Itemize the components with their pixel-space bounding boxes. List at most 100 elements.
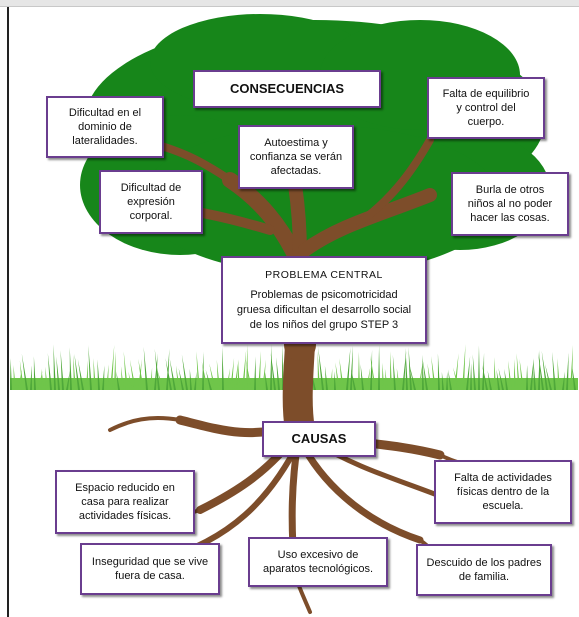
grass-blade — [487, 370, 492, 390]
grass-blade — [382, 362, 384, 390]
grass-blade — [466, 356, 471, 390]
central-problem-text: Problemas de psicomotricidad gruesa difi… — [236, 288, 412, 331]
grass-blade — [557, 358, 560, 390]
grass-blade — [526, 364, 528, 390]
grass-blade — [234, 359, 239, 390]
grass-blade — [334, 371, 336, 390]
grass-blade — [482, 352, 485, 390]
grass-blade — [60, 350, 64, 390]
consequences-title: CONSECUENCIAS — [193, 70, 381, 108]
grass-blade — [150, 367, 153, 390]
grass-blade — [358, 351, 360, 390]
grass-blade — [514, 359, 516, 390]
grass-blade — [351, 369, 356, 390]
grass-blade — [66, 369, 71, 390]
grass-blade — [330, 368, 333, 390]
consequence-item: Falta de equilibrio y control del cuerpo… — [427, 77, 545, 139]
grass-blade — [10, 358, 12, 390]
grass-blade — [181, 354, 188, 390]
grass-blade — [494, 357, 496, 390]
cause-item: Falta de actividades físicas dentro de l… — [434, 460, 572, 524]
grass-blade — [196, 351, 200, 390]
grass-blade — [446, 371, 448, 390]
grass-blade — [77, 359, 84, 390]
grass-blade — [541, 350, 548, 390]
grass-blade — [472, 354, 476, 390]
grass-blade — [519, 358, 524, 390]
grass-blade — [538, 351, 544, 390]
grass-blade — [276, 357, 280, 390]
grass-blade — [384, 368, 388, 390]
grass-blade — [242, 349, 247, 390]
grass-blade — [41, 368, 44, 390]
cause-item: Descuido de los padres de familia. — [416, 544, 552, 596]
grass-blade — [504, 368, 508, 390]
grass-blade — [154, 353, 158, 390]
cause-item: Uso excesivo de aparatos tecnológicos. — [248, 537, 388, 587]
grass-blade — [418, 362, 423, 390]
grass-blade — [33, 356, 36, 390]
grass-blade — [448, 369, 452, 390]
grass-blade — [258, 350, 261, 390]
grass-blade — [562, 371, 565, 390]
grass-blade — [169, 358, 176, 390]
grass-blade — [237, 360, 240, 390]
window-top-border — [0, 0, 579, 7]
grass-blade — [392, 354, 396, 390]
window-left-border — [7, 7, 9, 617]
grass-blade — [143, 346, 148, 390]
grass-blade — [350, 345, 354, 390]
cause-item: Espacio reducido en casa para realizar a… — [55, 470, 195, 534]
grass-blade — [335, 362, 340, 390]
grass-blade — [86, 360, 88, 390]
grass-blade — [454, 353, 459, 390]
grass-blade — [437, 353, 440, 390]
grass-blade — [422, 359, 428, 390]
grass-blade — [230, 358, 235, 390]
central-problem-title: PROBLEMA CENTRAL — [265, 268, 383, 281]
grass-blade — [226, 368, 230, 390]
central-problem-box: PROBLEMA CENTRAL Problemas de psicomotri… — [221, 256, 427, 344]
grass-blade — [360, 364, 364, 390]
grass-blade — [21, 353, 28, 390]
grass-blade — [114, 351, 116, 390]
grass-blade — [106, 364, 109, 390]
grass-blade — [545, 364, 552, 390]
grass-blade — [538, 350, 540, 390]
grass-blade — [318, 346, 324, 390]
grass-blade — [128, 371, 132, 390]
grass-blade — [245, 359, 252, 390]
grass-blade — [572, 365, 576, 390]
grass-blade — [431, 356, 436, 390]
grass-blade — [138, 359, 142, 390]
grass-blade — [566, 352, 569, 390]
grass-blade — [120, 365, 124, 390]
grass-blade — [533, 358, 536, 390]
grass-blade — [516, 353, 520, 390]
grass-blade — [378, 345, 380, 390]
grass-blade — [194, 371, 197, 390]
grass-blade — [110, 344, 115, 390]
grass-blade — [370, 349, 373, 390]
cause-item: Inseguridad que se vive fuera de casa. — [80, 543, 220, 595]
grass-blade — [222, 346, 224, 390]
grass-blade — [508, 360, 512, 390]
grass-blade — [189, 368, 192, 390]
grass-blade — [441, 371, 444, 390]
grass-blade — [264, 370, 268, 390]
grass-blade — [93, 358, 96, 390]
grass-blade — [138, 358, 144, 390]
grass-blade — [129, 359, 136, 390]
causes-title: CAUSAS — [262, 421, 376, 457]
grass-blade — [346, 347, 351, 390]
grass-blade — [498, 367, 504, 390]
grass-blade — [116, 371, 120, 390]
consequence-item: Autoestima y confianza se verán afectada… — [238, 125, 354, 189]
grass-blade — [47, 353, 52, 390]
grass-blade — [482, 365, 488, 390]
grass-blade — [370, 355, 376, 390]
consequence-item: Dificultad de expresión corporal. — [99, 170, 203, 234]
grass-blade — [216, 359, 220, 390]
grass-blade — [53, 344, 56, 390]
grass-blade — [453, 367, 460, 390]
